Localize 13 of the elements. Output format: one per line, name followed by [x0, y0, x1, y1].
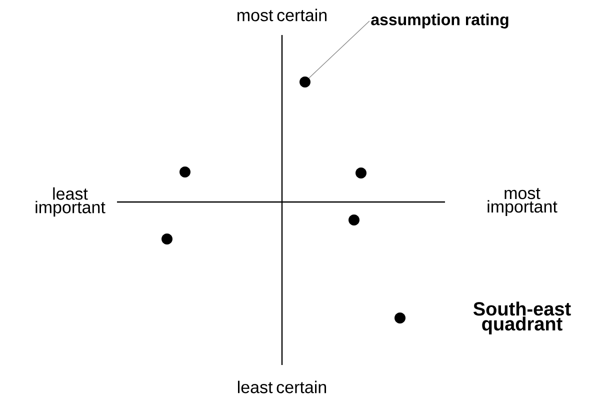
- rating-dot: [300, 76, 310, 88]
- axis-label: most important: [488, 188, 558, 216]
- rating-label: assumption rating: [371, 14, 508, 28]
- rating-dot: [394, 312, 406, 324]
- leader-line: [308, 20, 370, 78]
- quadrant-label: South-east quadrant: [473, 302, 571, 334]
- rating-dot: [356, 168, 366, 178]
- rating-dot: [162, 234, 172, 244]
- axis-label: least certain: [238, 380, 326, 394]
- rating-dot: [348, 214, 360, 226]
- axis-label: least important: [36, 187, 106, 217]
- rating-dot: [180, 166, 190, 178]
- axis-label: most certain: [238, 8, 326, 22]
